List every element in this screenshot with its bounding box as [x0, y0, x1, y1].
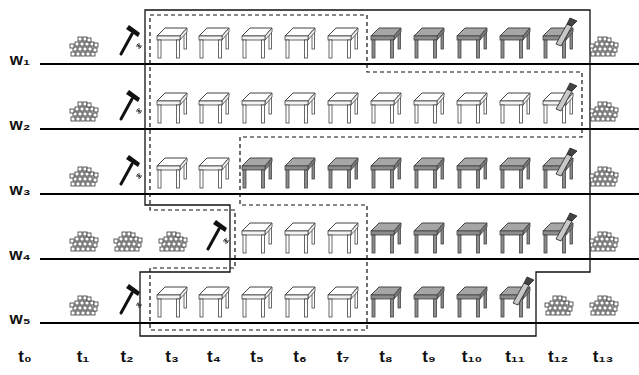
- solid-region-outline: [140, 10, 590, 336]
- time-label: t₁₀: [462, 348, 482, 367]
- time-label: t₆: [293, 348, 306, 367]
- row-3-icons: [70, 148, 618, 188]
- row-2-icons: [70, 83, 618, 123]
- worker-label: w₂: [10, 116, 31, 135]
- worker-label: w₅: [9, 310, 30, 329]
- time-label: t₇: [337, 348, 349, 367]
- time-label: t₅: [250, 348, 263, 367]
- worker-label: w₃: [9, 181, 30, 200]
- time-label: t₉: [422, 348, 435, 367]
- time-label: t₁₃: [593, 348, 614, 367]
- row-4-icons: [70, 213, 618, 253]
- time-label: t₈: [379, 348, 393, 367]
- row-1-icons: [70, 18, 618, 58]
- time-label: t₂: [120, 348, 133, 367]
- dashed-region-outline: [150, 15, 582, 330]
- time-label: t₁: [77, 348, 90, 367]
- worker-label: w₄: [9, 246, 30, 265]
- time-label: t₁₂: [548, 348, 568, 367]
- time-label: t₄: [207, 348, 221, 367]
- time-label: t₃: [165, 348, 179, 367]
- time-label: t₁₁: [505, 348, 525, 367]
- worker-timelines: [40, 64, 639, 323]
- worker-label: w₁: [10, 51, 30, 70]
- time-label: t₀: [18, 348, 31, 367]
- row-5-icons: [70, 277, 618, 317]
